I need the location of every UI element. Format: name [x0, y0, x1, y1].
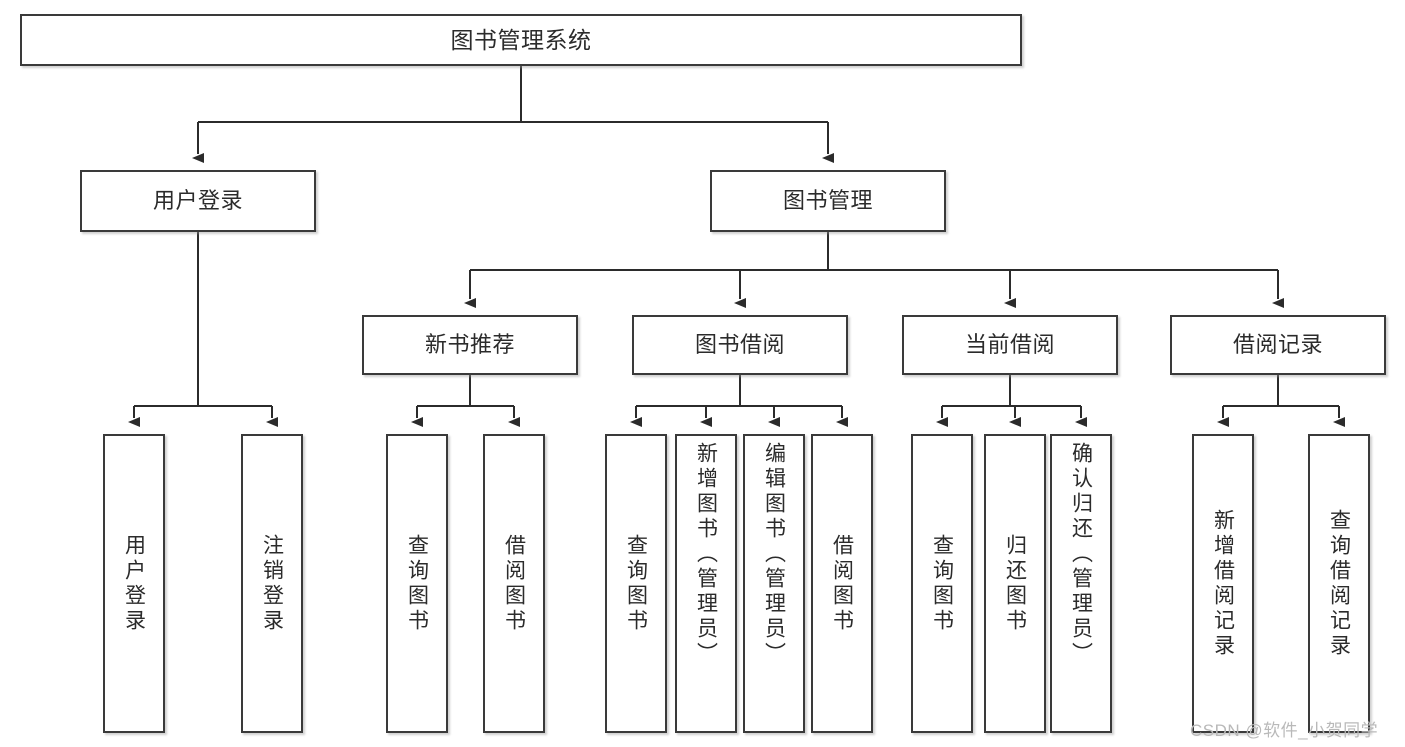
leaf-label: 查询借阅记录	[1327, 508, 1351, 659]
csdn-watermark: CSDN @软件_小贺同学	[1190, 721, 1379, 740]
edge-group-book-borrow	[630, 375, 848, 427]
leaf-label: 新增借阅记录	[1211, 508, 1235, 659]
leaf-label: 借阅图书	[830, 533, 854, 634]
leaf-borrow-book-recommend[interactable]: 借阅图书	[483, 434, 545, 733]
node-new-book-recommend[interactable]: 新书推荐	[362, 315, 578, 375]
node-label: 新书推荐	[424, 332, 515, 358]
edge-group-borrow-record	[1217, 375, 1345, 427]
node-label: 图书管理	[782, 188, 873, 214]
leaf-query-borrow-record[interactable]: 查询借阅记录	[1308, 434, 1370, 733]
node-label: 借阅记录	[1232, 332, 1323, 358]
leaf-label: 查询图书	[624, 533, 648, 634]
leaf-label: 查询图书	[930, 533, 954, 634]
leaf-confirm-return-admin[interactable]: 确认归还（管理员）	[1050, 434, 1112, 733]
node-book-borrow[interactable]: 图书借阅	[632, 315, 848, 375]
leaf-add-borrow-record[interactable]: 新增借阅记录	[1192, 434, 1254, 733]
leaf-label: 新增图书（管理员）	[694, 442, 718, 667]
leaf-add-book-admin[interactable]: 新增图书（管理员）	[675, 434, 737, 733]
leaf-label: 注销登录	[260, 533, 284, 634]
leaf-return-book[interactable]: 归还图书	[984, 434, 1046, 733]
leaf-label: 借阅图书	[502, 533, 526, 634]
edge-group-current-borrow	[936, 375, 1087, 427]
leaf-query-book-recommend[interactable]: 查询图书	[386, 434, 448, 733]
edge-group-user-login	[128, 232, 278, 427]
leaf-edit-book-admin[interactable]: 编辑图书（管理员）	[743, 434, 805, 733]
leaf-label: 查询图书	[405, 533, 429, 634]
edge-group-root	[192, 66, 834, 163]
node-user-login[interactable]: 用户登录	[80, 170, 316, 232]
leaf-query-book-borrow[interactable]: 查询图书	[605, 434, 667, 733]
node-book-management[interactable]: 图书管理	[710, 170, 946, 232]
leaf-label: 归还图书	[1003, 533, 1027, 634]
leaf-label: 编辑图书（管理员）	[762, 442, 786, 667]
node-current-borrow[interactable]: 当前借阅	[902, 315, 1118, 375]
leaf-borrow-book[interactable]: 借阅图书	[811, 434, 873, 733]
edge-group-new-book	[411, 375, 520, 427]
node-label: 图书管理系统	[450, 26, 592, 53]
leaf-label: 确认归还（管理员）	[1069, 442, 1093, 667]
node-label: 当前借阅	[964, 332, 1055, 358]
node-label: 用户登录	[152, 188, 243, 214]
node-root-system[interactable]: 图书管理系统	[20, 14, 1022, 66]
node-borrow-record[interactable]: 借阅记录	[1170, 315, 1386, 375]
node-label: 图书借阅	[694, 332, 785, 358]
leaf-query-book-current[interactable]: 查询图书	[911, 434, 973, 733]
edge-group-book-manage	[464, 232, 1284, 308]
leaf-label: 用户登录	[122, 533, 146, 634]
leaf-user-login[interactable]: 用户登录	[103, 434, 165, 733]
leaf-logout-login[interactable]: 注销登录	[241, 434, 303, 733]
